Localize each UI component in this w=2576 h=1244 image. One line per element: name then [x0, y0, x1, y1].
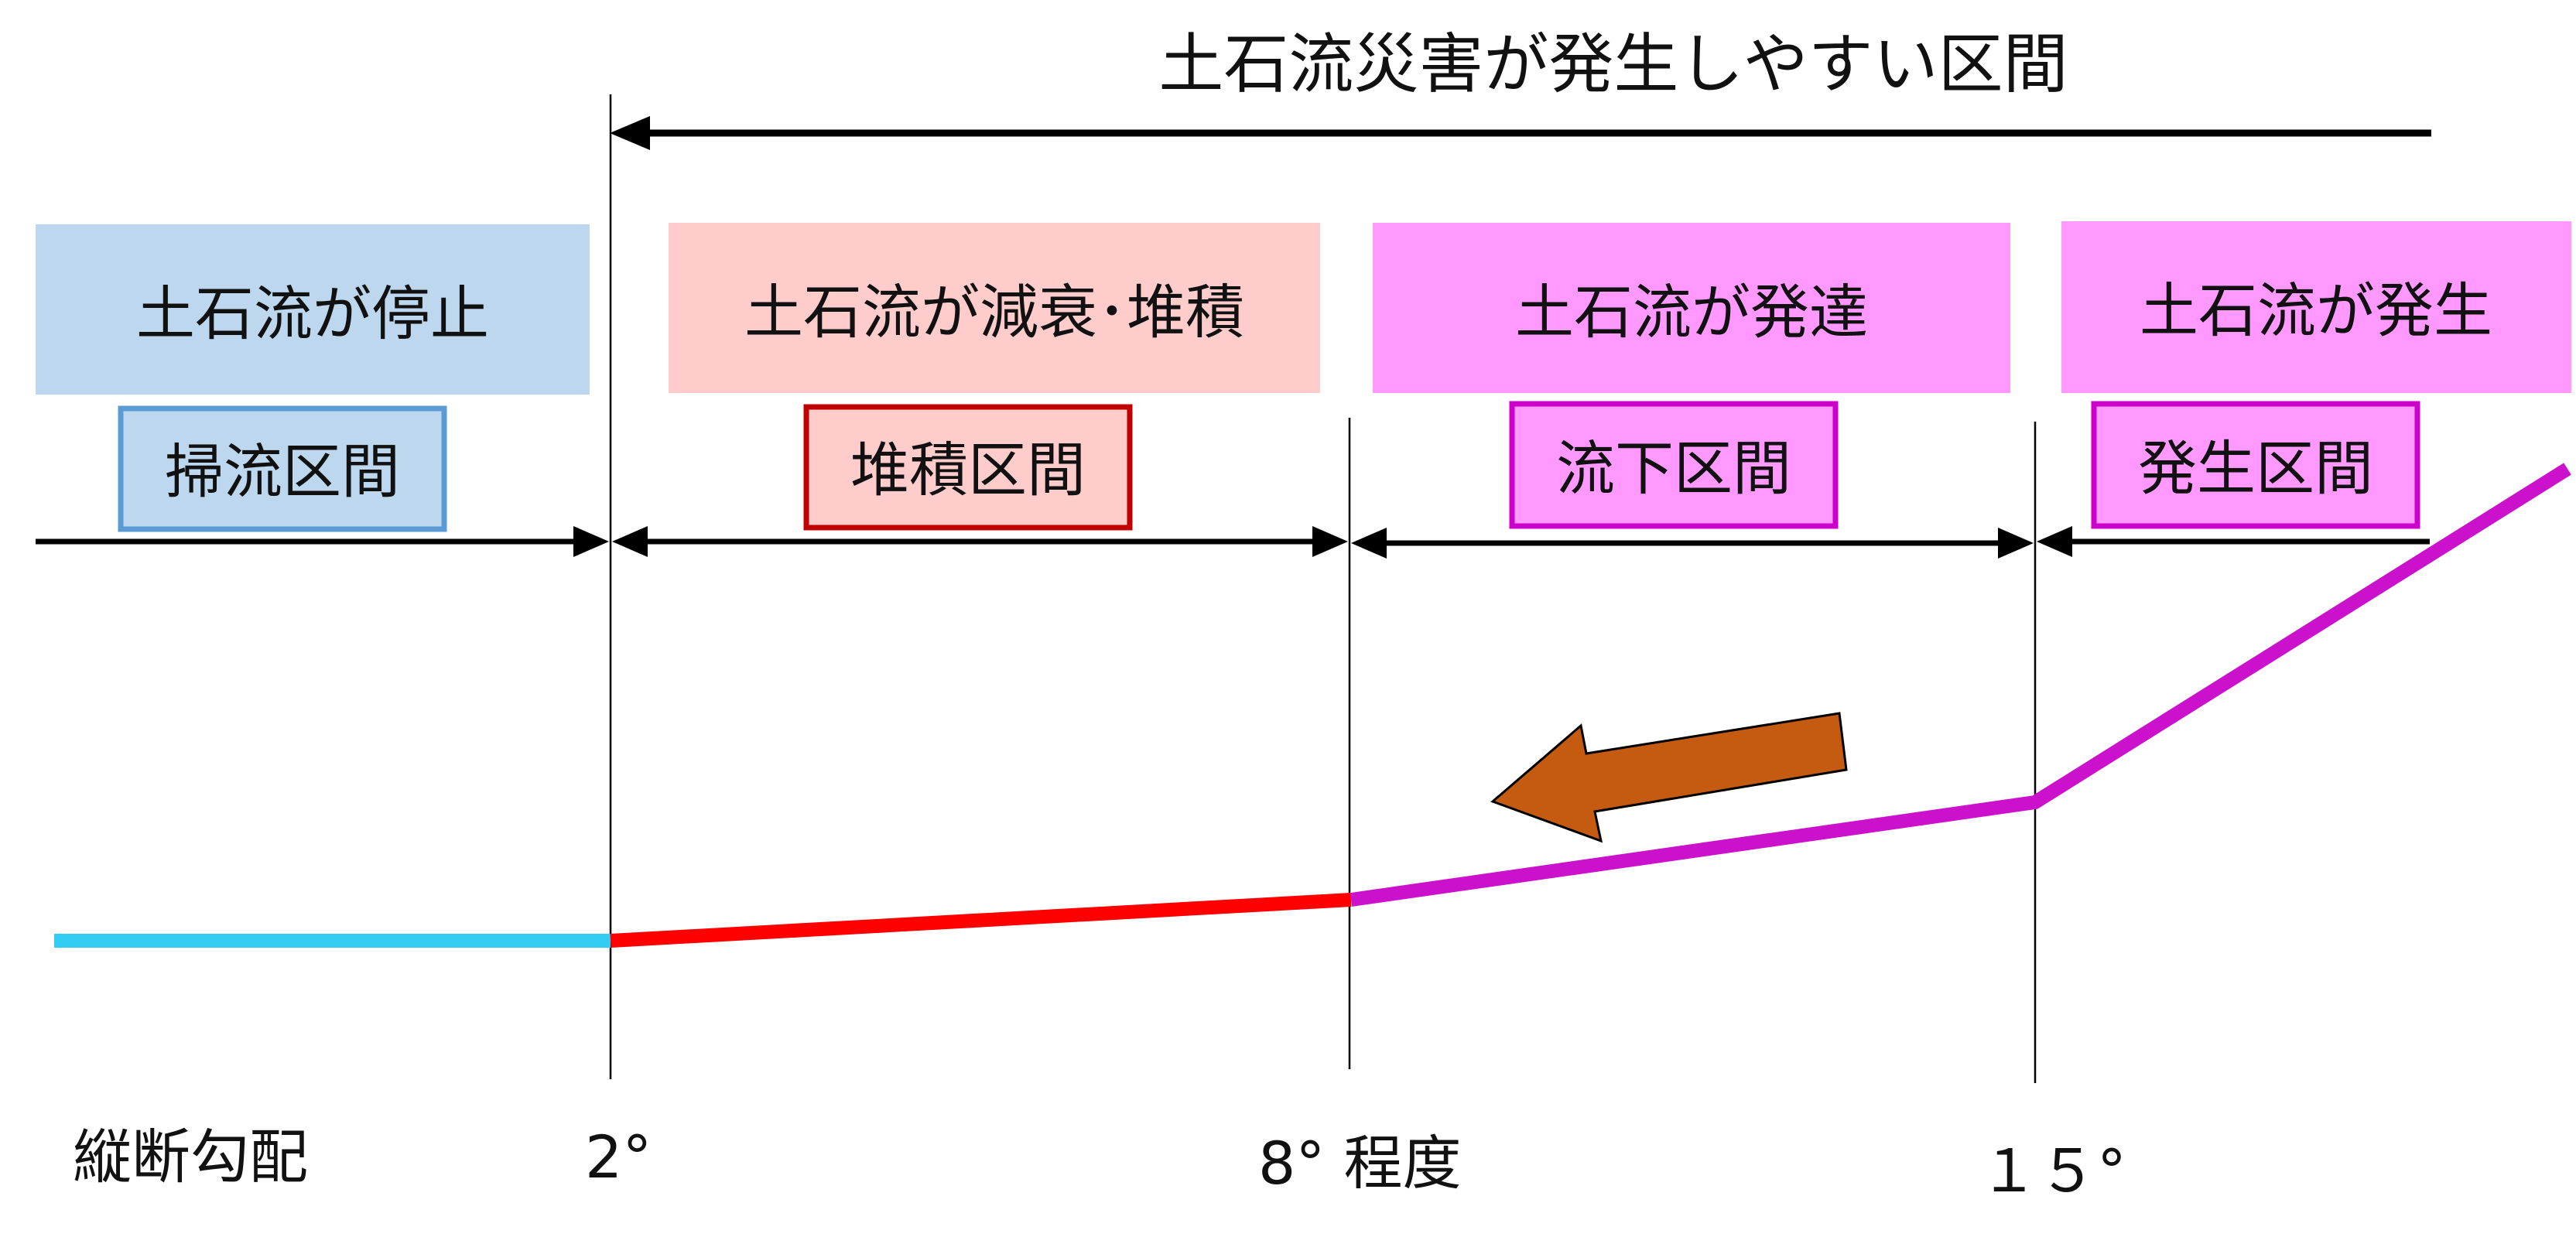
section-origin-box	[2091, 401, 2420, 529]
section-deposition: 堆積区間	[803, 404, 1133, 531]
stage-develop-label: 土石流が発達	[1515, 278, 1868, 347]
section-deposition-box	[803, 404, 1133, 531]
gradient-axis-label: 縦断勾配	[73, 1123, 308, 1191]
tick-2deg: 2°	[585, 1123, 652, 1191]
section-flow: 流下区間	[1509, 401, 1839, 529]
stage-origin-box	[2061, 221, 2571, 393]
section-transport: 掃流区間	[118, 405, 447, 532]
stage-stop-label: 土石流が停止	[136, 279, 489, 348]
section-transport-label: 掃流区間	[165, 437, 400, 506]
stage-deposit-label: 土石流が減衰･堆積	[744, 278, 1244, 347]
extent-arrow-deposition	[612, 526, 1348, 557]
hazard-range-arrow	[610, 116, 2431, 150]
profile-deposition-segment	[610, 893, 1352, 948]
stage-develop: 土石流が発達	[1373, 223, 2010, 393]
extent-arrow-origin	[2037, 526, 2430, 557]
stage-deposit-box	[669, 223, 1320, 393]
tick-8deg: 8° 程度	[1258, 1129, 1462, 1198]
diagram-title: 土石流災害が発生しやすい区間	[1158, 26, 2068, 102]
section-deposition-label: 堆積区間	[850, 436, 1086, 504]
stage-develop-box	[1373, 223, 2010, 393]
extent-arrow-flow	[1351, 528, 2034, 559]
extent-arrow-transport	[36, 526, 609, 557]
stage-stop: 土石流が停止	[36, 224, 590, 395]
channel-profile	[54, 463, 2571, 948]
profile-flow-segment	[1350, 463, 2571, 907]
tick-15deg: １５°	[1979, 1136, 2126, 1205]
section-flow-label: 流下区間	[1556, 434, 1791, 503]
section-transport-box	[118, 405, 447, 532]
flow-direction-arrow	[1490, 712, 1848, 843]
stage-deposit: 土石流が減衰･堆積	[669, 223, 1320, 393]
section-flow-box	[1509, 401, 1839, 529]
stage-origin: 土石流が発生	[2061, 221, 2571, 393]
stage-origin-label: 土石流が発生	[2140, 276, 2492, 345]
stage-stop-box	[36, 224, 590, 395]
section-origin-label: 発生区間	[2138, 434, 2373, 503]
section-origin: 発生区間	[2091, 401, 2420, 529]
